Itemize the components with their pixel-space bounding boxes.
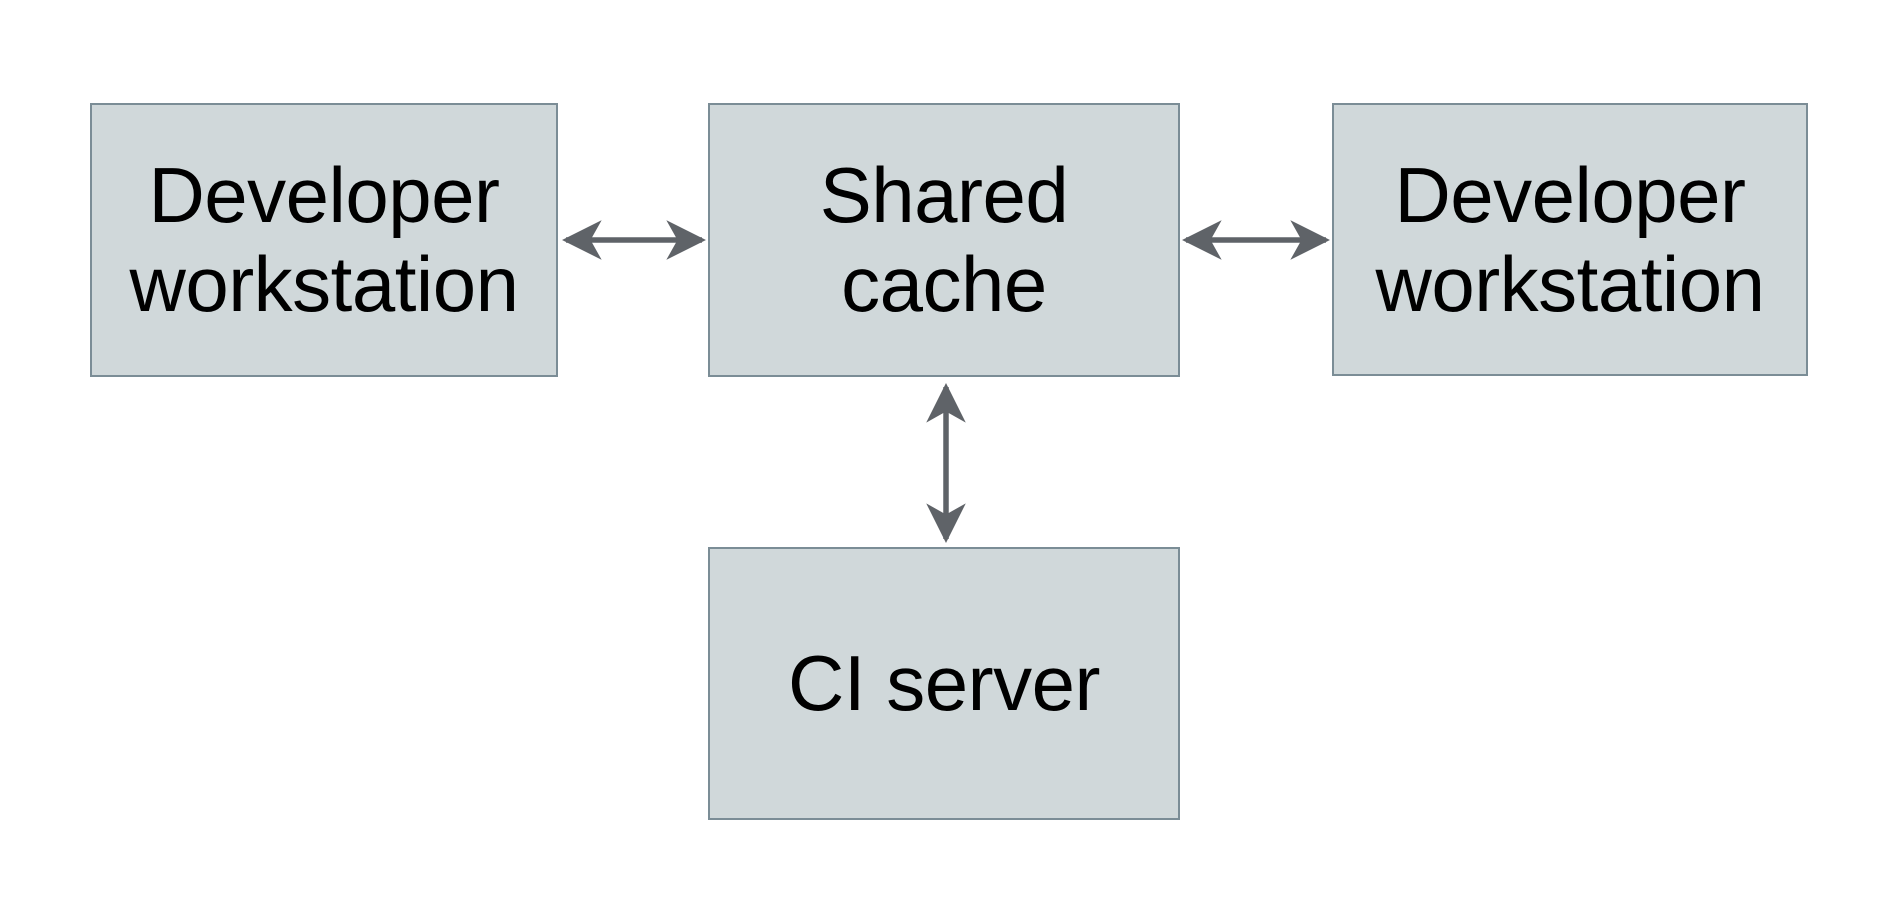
node-ci-server: CI server bbox=[708, 547, 1180, 820]
node-shared-cache: Shared cache bbox=[708, 103, 1180, 377]
node-label-developer-workstation-left: Developer workstation bbox=[129, 151, 520, 328]
node-developer-workstation-left: Developer workstation bbox=[90, 103, 558, 377]
node-developer-workstation-right: Developer workstation bbox=[1332, 103, 1808, 376]
node-label-ci-server: CI server bbox=[788, 639, 1100, 728]
node-label-developer-workstation-right: Developer workstation bbox=[1375, 150, 1766, 328]
node-label-shared-cache: Shared cache bbox=[819, 151, 1069, 328]
